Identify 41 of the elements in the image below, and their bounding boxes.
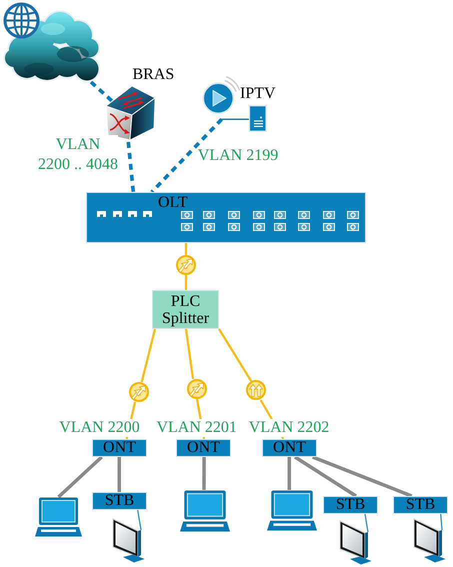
node-label: BRAS	[132, 66, 174, 84]
cable-line	[202, 457, 206, 490]
cable-line	[57, 456, 103, 498]
laptop-icon	[267, 490, 317, 531]
node-label: IPTV	[240, 84, 276, 102]
monitor-icon	[411, 517, 446, 563]
cable-line	[140, 328, 156, 382]
laptop-icon	[35, 497, 82, 537]
device-box: ONT	[262, 439, 317, 457]
edge-label: VLAN 2201	[156, 418, 237, 436]
device-box: ONT	[176, 439, 231, 457]
cable-line	[288, 457, 292, 490]
dashed-line	[90, 80, 114, 102]
device-panel	[86, 192, 366, 243]
monitor-icon	[110, 517, 145, 563]
cable-line	[312, 455, 412, 498]
device-box: PLC Splitter	[152, 290, 219, 329]
cable-line	[118, 457, 122, 492]
device-box: STB	[92, 492, 147, 510]
connector-icon	[187, 379, 207, 399]
cable-line	[364, 514, 369, 532]
dashed-line	[126, 142, 136, 192]
cable-line	[137, 510, 142, 530]
cable-line	[218, 328, 253, 383]
device-box: STB	[323, 496, 378, 514]
connector-icon	[246, 380, 266, 400]
device-box: STB	[393, 496, 448, 514]
edge-label: VLAN 2200	[59, 418, 140, 436]
connector-icon	[176, 255, 196, 275]
device-box: ONT	[92, 439, 147, 457]
cable-line	[294, 456, 357, 498]
cable-line	[184, 275, 188, 290]
cable-line	[440, 514, 443, 530]
dashed-line	[150, 118, 223, 194]
monitor-icon	[337, 519, 372, 565]
edge-label: VLAN 2202	[248, 418, 330, 436]
cable-line	[184, 243, 188, 255]
laptop-icon	[180, 490, 230, 532]
cable-line	[184, 328, 194, 380]
node-label: OLT	[158, 194, 188, 212]
connector-icon	[129, 382, 149, 402]
